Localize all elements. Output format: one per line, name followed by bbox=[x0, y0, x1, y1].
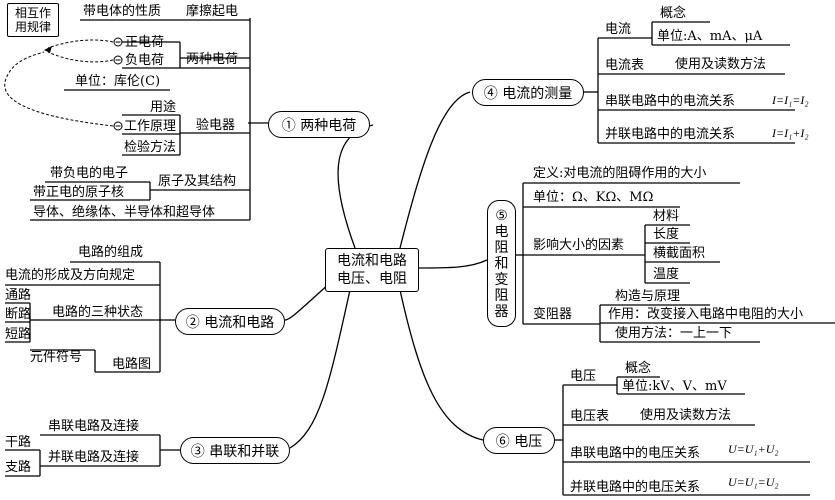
series-connection: 串联电路及连接 bbox=[48, 419, 140, 434]
resistance-title-char: 和 bbox=[494, 255, 509, 272]
resistance-title-char: 器 bbox=[494, 303, 509, 320]
mutual-line2: 用规律 bbox=[14, 20, 51, 34]
electroscope-use: 用途 bbox=[150, 100, 177, 115]
branch-4-title: ④ 电流的测量 bbox=[483, 85, 573, 102]
positive-nucleus: 带正电的原子核 bbox=[33, 185, 125, 200]
resistance-title-char: ⑤ bbox=[495, 207, 508, 224]
two-charges-label: 两种电荷 bbox=[186, 52, 239, 67]
three-states: 电路的三种状态 bbox=[52, 305, 144, 320]
center-topic: 电流和电路 电压、电阻 bbox=[325, 248, 419, 292]
state-pass: 通路 bbox=[5, 288, 32, 303]
voltmeter-label: 电压表 bbox=[570, 409, 610, 424]
parallel-current-relation: 并联电路中的电流关系 bbox=[605, 127, 736, 142]
voltage-concept: 概念 bbox=[625, 361, 652, 376]
branch-1-title: ① 两种电荷 bbox=[281, 117, 357, 134]
branch-current-measure: ④ 电流的测量 bbox=[472, 79, 584, 106]
branch-current-circuit: ② 电流和电路 bbox=[175, 308, 285, 335]
center-line2: 电压、电阻 bbox=[337, 271, 407, 287]
voltage-label: 电压 bbox=[570, 369, 597, 384]
branch-series-parallel: ③ 串联和并联 bbox=[180, 437, 290, 464]
rheostat-structure: 构造与原理 bbox=[615, 289, 681, 304]
mutual-line1: 相互作 bbox=[14, 6, 51, 20]
series-voltage-relation: 串联电路中的电压关系 bbox=[570, 446, 701, 461]
parallel-current-formula: I=I₁+I₂ bbox=[772, 126, 809, 140]
trunk-path: 干路 bbox=[5, 435, 32, 450]
branch-6-title: ⑥ 电压 bbox=[495, 433, 543, 450]
current-concept: 概念 bbox=[660, 6, 687, 21]
mutual-action-box: 相互作 用规律 bbox=[7, 3, 59, 37]
ammeter-label: 电流表 bbox=[605, 58, 645, 73]
charge-unit: 单位：库伦(C) bbox=[75, 74, 161, 89]
state-open: 断路 bbox=[5, 307, 32, 322]
resistance-title-char: 阻 bbox=[494, 239, 509, 256]
parallel-voltage-formula: U=U₁=U₂ bbox=[728, 475, 779, 489]
material-types: 导体、绝缘体、半导体和超导体 bbox=[33, 205, 216, 220]
factor-cross-section: 横截面积 bbox=[653, 246, 706, 261]
rheostat-function: 作用：改变接入电路中电阻的大小 bbox=[608, 307, 804, 322]
electroscope-method: 检验方法 bbox=[124, 140, 177, 155]
branch-two-charges: ① 两种电荷 bbox=[268, 111, 370, 138]
branch-2-title: ② 电流和电路 bbox=[185, 314, 275, 331]
factor-material: 材料 bbox=[653, 209, 680, 224]
series-current-relation: 串联电路中的电流关系 bbox=[605, 94, 736, 109]
circuit-diagram: 电路图 bbox=[112, 357, 152, 372]
negative-charge: 负电荷 bbox=[125, 53, 165, 68]
current-unit: 单位:A、mA、μA bbox=[657, 29, 763, 44]
circuit-composition: 电路的组成 bbox=[78, 245, 144, 260]
state-short: 短路 bbox=[5, 327, 32, 342]
branch-path: 支路 bbox=[5, 460, 32, 475]
branch-voltage: ⑥ 电压 bbox=[483, 427, 555, 454]
electroscope-label: 验电器 bbox=[196, 118, 236, 133]
atom-structure: 原子及其结构 bbox=[158, 174, 237, 189]
component-symbols: 元件符号 bbox=[30, 350, 83, 365]
center-line1: 电流和电路 bbox=[337, 253, 407, 269]
resistance-title-char: 变 bbox=[494, 271, 509, 288]
negative-electron: 带负电的电子 bbox=[50, 166, 129, 181]
branch-3-title: ③ 串联和并联 bbox=[190, 443, 280, 460]
current-formation: 电流的形成及方向规定 bbox=[5, 268, 136, 283]
parallel-connection: 并联电路及连接 bbox=[48, 450, 140, 465]
factor-temperature: 温度 bbox=[653, 267, 680, 282]
factor-length: 长度 bbox=[653, 227, 680, 242]
positive-charge: 正电荷 bbox=[125, 35, 165, 50]
resistance-title-char: 电 bbox=[494, 223, 509, 240]
rheostat-label: 变阻器 bbox=[533, 307, 573, 322]
resistance-title-char: 阻 bbox=[494, 287, 509, 304]
resistance-factors: 影响大小的因素 bbox=[533, 238, 625, 253]
branch-resistance: ⑤ 电 阻 和 变 阻 器 bbox=[487, 200, 516, 327]
parallel-voltage-relation: 并联电路中的电压关系 bbox=[570, 480, 701, 495]
friction-charging: 摩擦起电 bbox=[186, 4, 239, 19]
voltmeter-usage: 使用及读数方法 bbox=[640, 408, 732, 423]
charged-body-nature: 带电体的性质 bbox=[83, 4, 162, 19]
current-label: 电流 bbox=[605, 22, 632, 37]
ammeter-usage: 使用及读数方法 bbox=[675, 57, 767, 72]
series-current-formula: I=I₁=I₂ bbox=[772, 93, 809, 107]
series-voltage-formula: U=U₁+U₂ bbox=[728, 442, 779, 456]
resistance-unit: 单位：Ω、KΩ、MΩ bbox=[533, 190, 654, 205]
electroscope-principle: 工作原理 bbox=[124, 119, 177, 134]
resistance-definition: 定义:对电流的阻碍作用的大小 bbox=[533, 166, 707, 181]
rheostat-method: 使用方法：一上一下 bbox=[615, 326, 733, 341]
voltage-unit: 单位:kV、V、mV bbox=[622, 379, 727, 394]
